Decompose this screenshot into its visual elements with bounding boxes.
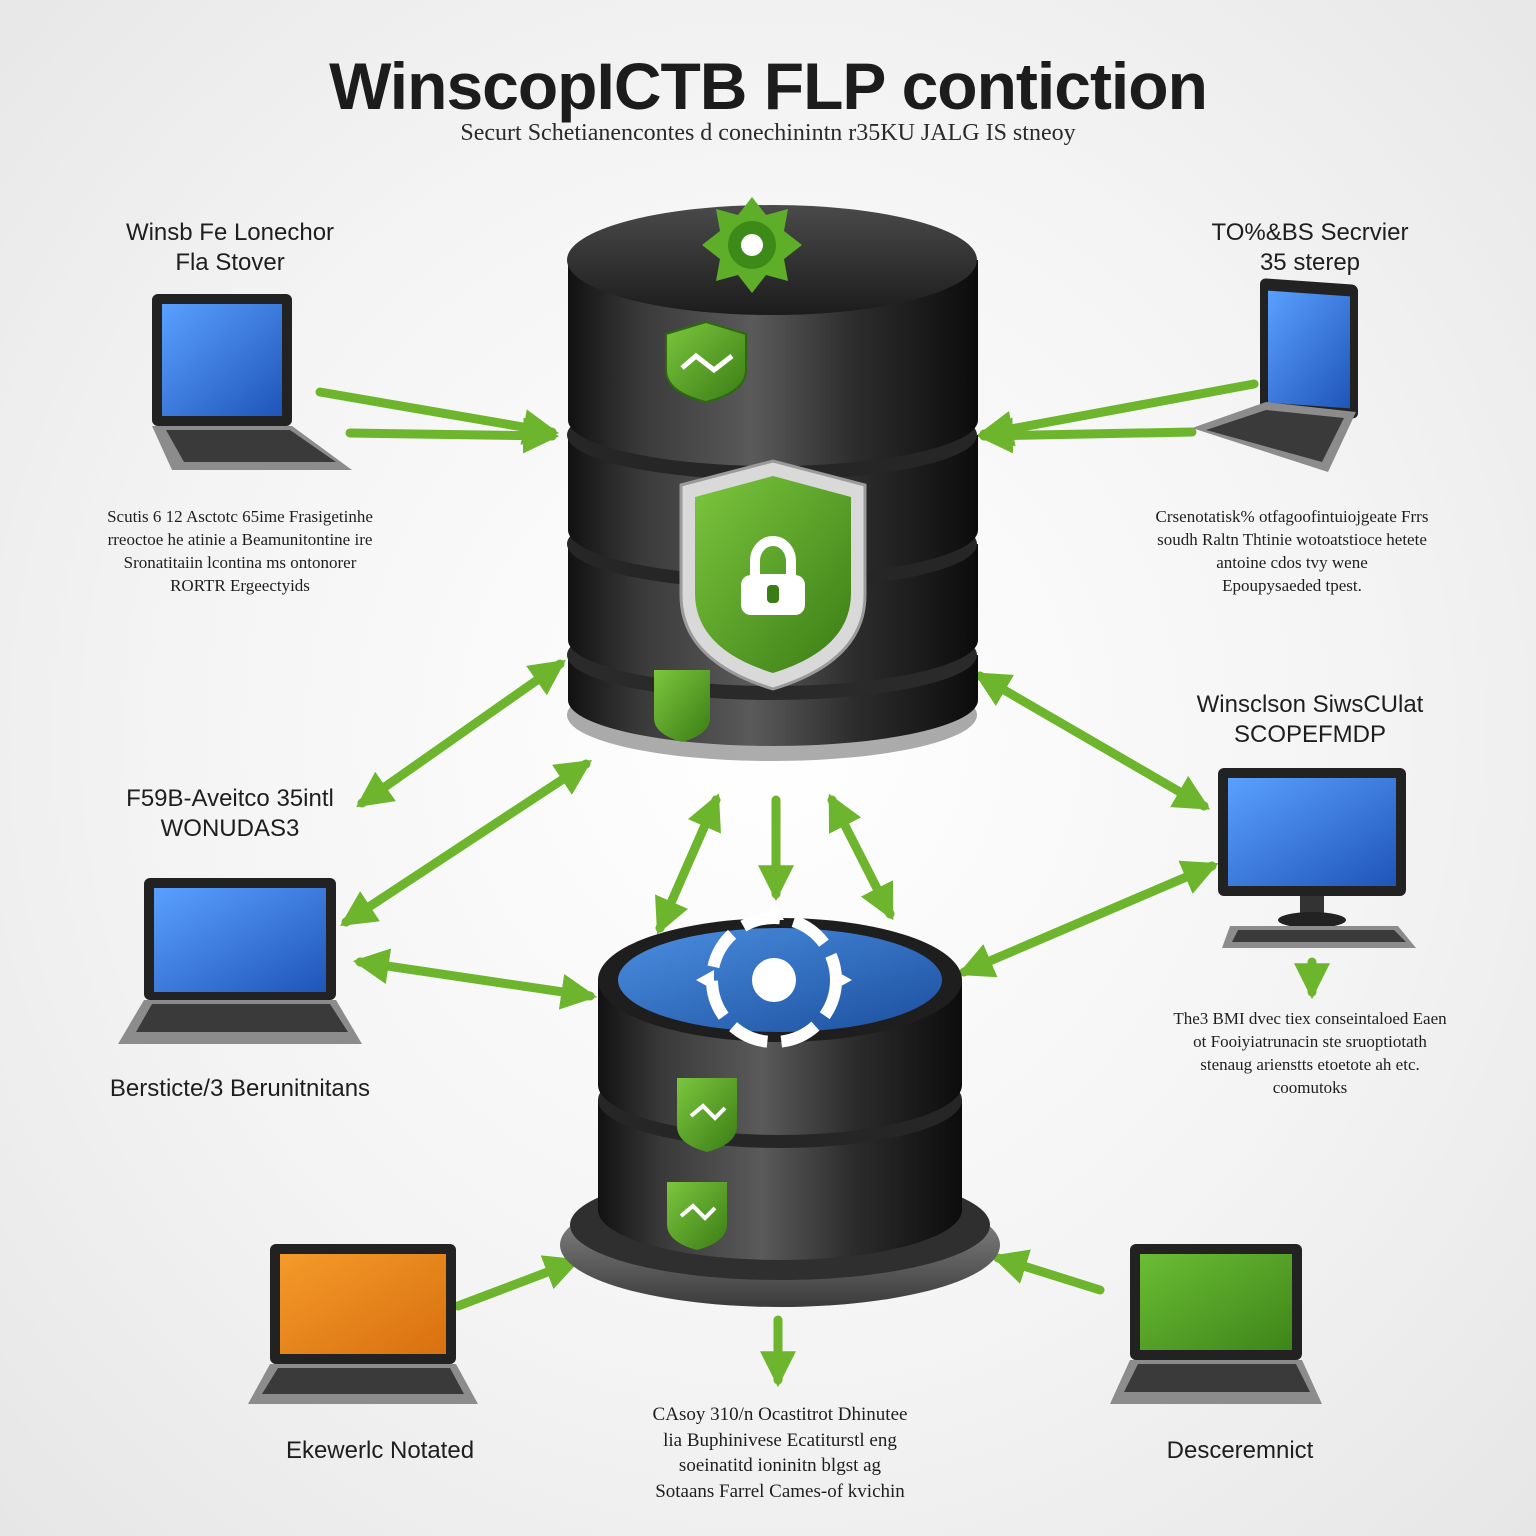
shield-icon-lower bbox=[654, 670, 710, 742]
desc-mid-left: Scutis 6 12 Asctotc 65ime Frasigetinhe r… bbox=[107, 507, 373, 595]
arrow-left-to-server bbox=[356, 659, 566, 808]
arrow-left-laptop-mid bbox=[352, 948, 598, 1010]
arrow-bottomright-laptop bbox=[991, 1249, 1105, 1295]
arrow-topleft-laptop-2 bbox=[345, 417, 560, 454]
arrow-topleft-laptop bbox=[315, 387, 560, 445]
label-bottom-left: Ekewerlc Notated bbox=[285, 1437, 475, 1464]
arrow-right-monitor-2 bbox=[957, 860, 1219, 978]
laptop-top-left bbox=[152, 294, 352, 470]
arrow-center-c bbox=[827, 793, 895, 921]
desc-bottom-center: CAsoy 310/n Ocastitrot Dhinutee lia Buph… bbox=[652, 1404, 908, 1502]
laptop-mid-left bbox=[118, 878, 362, 1044]
label-top-left: Winsb Fe Lonechor Fla Stover bbox=[125, 219, 335, 276]
label-bottom-right: Desceremnict bbox=[1166, 1437, 1314, 1464]
shield-icon-bottom-2 bbox=[667, 1182, 727, 1250]
page-subtitle: Securt Schetianencontes d conechinintn r… bbox=[460, 120, 1076, 146]
arrow-topright-laptop bbox=[976, 379, 1259, 447]
label-right-monitor: Winsclson SiwsCUlat SCOPEFMDP bbox=[1196, 691, 1424, 748]
gear-icon bbox=[702, 197, 802, 293]
label-bottom-left-laptop: Bersticte/3 Berunitnitans bbox=[109, 1075, 371, 1102]
arrow-bottomleft-laptop bbox=[453, 1255, 581, 1311]
lock-icon bbox=[679, 459, 867, 691]
network-hub-icon bbox=[696, 902, 852, 1048]
shield-icon-bottom-1 bbox=[677, 1078, 737, 1152]
shield-icon bbox=[665, 320, 747, 404]
label-top-right: TO%&BS Secrvier 35 sterep bbox=[1211, 219, 1409, 276]
arrow-left-laptop-up bbox=[339, 759, 593, 927]
laptop-top-right bbox=[1192, 278, 1358, 472]
label-left-laptop: F59B-Aveitco 35intl WONUDAS3 bbox=[126, 785, 334, 842]
laptop-bottom-left bbox=[248, 1244, 478, 1404]
desc-right: The3 BMI dvec tiex conseintaloed Eaen ot… bbox=[1173, 1009, 1447, 1097]
arrow-right-monitor bbox=[973, 671, 1211, 811]
monitor-right bbox=[1218, 768, 1416, 948]
arrow-topright-laptop-2 bbox=[976, 417, 1197, 454]
laptop-bottom-right bbox=[1110, 1244, 1322, 1404]
connection-arrows bbox=[315, 379, 1330, 1388]
arrow-center-a bbox=[655, 793, 721, 935]
page-title: WinscopICTB FLP contiction bbox=[329, 49, 1208, 123]
desc-mid-right: Crsenotatisk% otfagoofintuiojgeate Frrs … bbox=[1155, 507, 1429, 595]
